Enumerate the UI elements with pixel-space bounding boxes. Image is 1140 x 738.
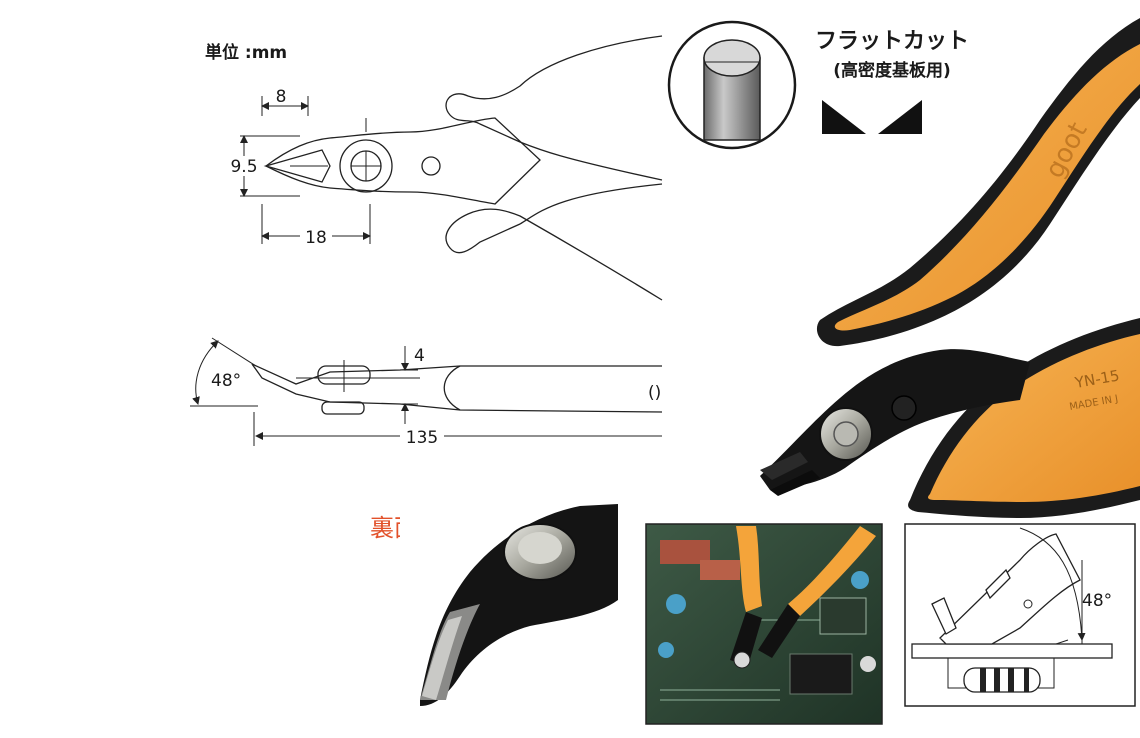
top-view-drawing [263, 35, 663, 301]
pcb-photo [645, 523, 883, 725]
flat-cut-triangles [822, 100, 922, 134]
dim-total-length-value: 135 [406, 428, 438, 448]
side-view-drawing: () [251, 360, 663, 415]
product-photo: goot YN-15 MADE IN J [760, 18, 1140, 518]
svg-text:(): () [648, 383, 661, 403]
dim-jaw-height-value: 9.5 [230, 157, 257, 177]
dim-thickness-value: 4 [414, 346, 425, 366]
back-side-photo [400, 500, 618, 710]
dim-head-length-value: 18 [305, 228, 327, 248]
dim-thickness: 4 [400, 346, 425, 428]
flat-cut-title: フラットカット [815, 29, 969, 54]
dim-tip-length-value: 8 [276, 87, 287, 107]
angle-inset: 48° [904, 523, 1136, 707]
dim-tip-length: 8 [261, 87, 309, 116]
dim-angle: 48° [190, 337, 258, 407]
flat-cut-detail [667, 20, 797, 150]
unit-label: 単位 :mm [205, 42, 287, 63]
dim-jaw-height: 9.5 [228, 135, 300, 197]
inset-angle-value: 48° [1082, 591, 1112, 611]
flat-cut-subtitle: (高密度基板用) [833, 60, 951, 81]
dim-angle-value: 48° [211, 371, 241, 391]
dim-head-length: 18 [261, 204, 371, 248]
dim-total-length: 135 [253, 412, 662, 448]
